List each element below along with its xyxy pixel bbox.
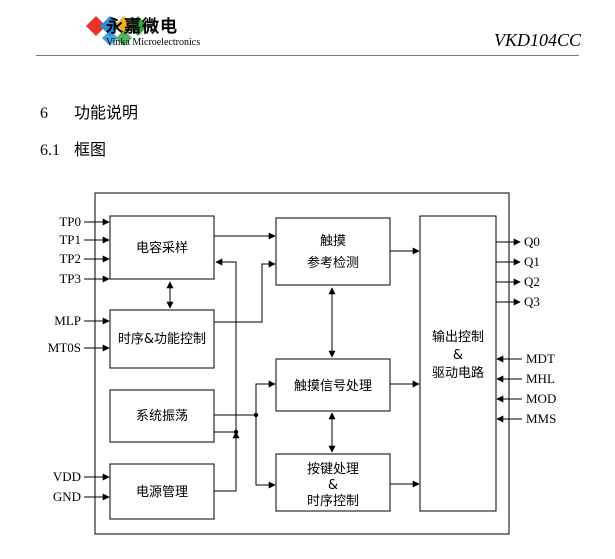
section-number: 6 [40, 105, 48, 122]
brand-name-en: Vinka Microelectronics [106, 37, 201, 48]
pin-gnd-label: GND [53, 489, 81, 504]
cap-sampling-label: 电容采样 [136, 240, 188, 256]
touch-ref-label-1: 触摸 [320, 234, 346, 249]
page-header: 永嘉微电 Vinka Microelectronics VKD104CC [0, 0, 615, 60]
chip-outline [94, 192, 510, 535]
pin-mms-label: MMS [526, 411, 556, 426]
cap-sampling-block [109, 215, 215, 280]
touch-signal-label: 触摸信号处理 [294, 379, 372, 394]
key-timing-block [275, 453, 391, 512]
output-label-3: 驱动电路 [432, 365, 484, 381]
section-title: 功能说明 [74, 103, 139, 122]
oscillator-label: 系统振荡 [136, 409, 188, 424]
pin-mod-label: MOD [526, 391, 556, 406]
key-label-2: & [328, 478, 338, 493]
header-rule [36, 55, 579, 56]
key-label-3: 时序控制 [307, 494, 359, 509]
brand-name-cn: 永嘉微电 [106, 17, 178, 37]
pin-tp3-label: TP3 [59, 271, 81, 286]
pin-q1-label: Q1 [524, 254, 540, 269]
power-mgmt-label: 电源管理 [136, 485, 188, 500]
subsection-heading: 6.1 框图 [40, 136, 106, 160]
pin-mt0s-label: MT0S [48, 340, 81, 355]
pin-vdd-label: VDD [53, 469, 81, 484]
touch-ref-block [275, 217, 391, 286]
output-driver-block [419, 215, 497, 512]
pin-q3-label: Q3 [524, 294, 540, 309]
pin-tp0-label: TP0 [59, 214, 81, 229]
output-label-1: 输出控制 [432, 329, 484, 345]
timing-control-label: 时序&功能控制 [118, 332, 206, 347]
pin-q0-label: Q0 [524, 234, 540, 249]
vinka-logo-icon [86, 16, 148, 46]
touch-signal-block [275, 358, 391, 412]
pin-mhl-label: MHL [526, 371, 555, 386]
part-number: VKD104CC [493, 30, 581, 50]
section-heading: 6 功能说明 [40, 99, 138, 123]
touch-ref-label-2: 参考检测 [307, 255, 359, 271]
pin-tp2-label: TP2 [59, 251, 81, 266]
pin-tp1-label: TP1 [59, 232, 81, 247]
subsection-title: 框图 [74, 140, 107, 159]
key-label-1: 按键处理 [307, 462, 359, 477]
pin-mlp-label: MLP [54, 313, 81, 328]
subsection-number: 6.1 [40, 142, 60, 159]
pin-q2-label: Q2 [524, 274, 540, 289]
pin-mdt-label: MDT [526, 351, 555, 366]
output-label-2: & [453, 348, 463, 363]
timing-control-block [109, 309, 215, 369]
oscillator-block [109, 389, 215, 443]
